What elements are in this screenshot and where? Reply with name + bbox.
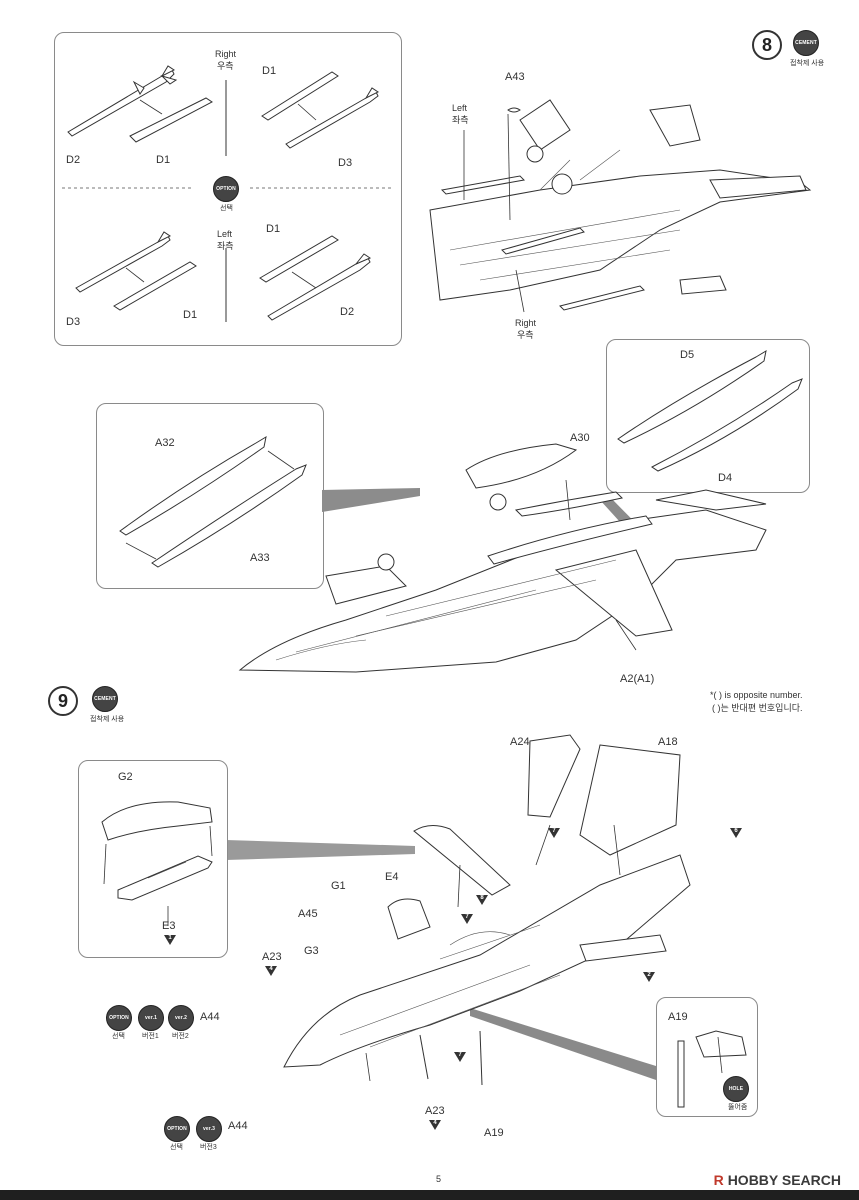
step-reference-marker: 7 [548,828,560,838]
hole-badge: HOLE [723,1076,749,1102]
left-label-en: Left [217,229,233,239]
part-label-d4: D4 [718,472,733,484]
aircraft-cockpit-drawing [283,734,691,1086]
part-label-d2: D2 [66,154,81,166]
cement-badge: CEMENT [92,686,118,712]
opposite-number-note-ko: ( )는 반대편 번호입니다. [712,703,803,713]
part-label-d2: D2 [340,306,355,318]
cement-caption: 접착제 사용 [90,716,125,723]
right-label-ko: 우측 [217,61,234,71]
part-label-a19: A19 [668,1011,688,1023]
step-reference-marker: 6 [730,828,742,838]
part-label-d1: D1 [262,65,277,77]
part-label-a44: A44 [200,1011,220,1023]
part-label-a32: A32 [155,437,175,449]
canopy-drawing [101,801,213,926]
option-badge: OPTION [106,1005,132,1031]
step-number-8: 8 [752,30,782,60]
part-label-a23: A23 [425,1105,445,1117]
part-label-a33: A33 [250,552,270,564]
aircraft-tanks-drawing [238,443,767,673]
right-label-en: Right [515,318,537,328]
part-label-a44: A44 [228,1120,248,1132]
part-label-a24: A24 [510,736,530,748]
tank-inset-a32-a33 [96,403,324,589]
tank-a32-a33-drawing [119,435,307,568]
option-badge: OPTION [213,176,239,202]
step-reference-marker: 7 [461,914,473,924]
part-label-a18: A18 [658,736,678,748]
step-reference-marker: 8 [476,895,488,905]
part-label-g2: G2 [118,771,133,783]
step-reference-marker: 1 [164,935,176,945]
part-label-a23: A23 [262,951,282,963]
part-label-d3: D3 [66,316,81,328]
tank-d5-d4-drawing [617,349,803,472]
part-label-d1: D1 [266,223,281,235]
hole-caption: 뚫어줌 [728,1104,748,1111]
part-label-a45: A45 [298,908,318,920]
version-badge: ver.2 [168,1005,194,1031]
version-caption: 버전1 [142,1033,159,1040]
step-number-9: 9 [48,686,78,716]
part-label-g1: G1 [331,880,346,892]
step-reference-marker: 4 [265,966,277,976]
watermark: R HOBBY SEARCH [714,1172,841,1188]
left-label-ko: 좌측 [217,241,234,251]
watermark-text: HOBBY SEARCH [727,1172,841,1188]
tank-inset-d5-d4 [606,339,810,493]
part-label-a19: A19 [484,1127,504,1139]
hole-inset-drawing [677,1030,747,1108]
missile-option-drawing [62,65,392,322]
step-reference-marker: 7 [454,1052,466,1062]
bottom-bar [0,1190,859,1200]
option-caption: 선택 [220,205,233,212]
version-badge: ver.1 [138,1005,164,1031]
version-caption: 버전2 [172,1033,189,1040]
opposite-number-note-en: *( ) is opposite number. [710,690,803,700]
part-label-a43: A43 [505,71,525,83]
part-label-g3: G3 [304,945,319,957]
part-label-d5: D5 [680,349,695,361]
cement-caption: 접착제 사용 [790,60,825,67]
version-caption: 버전3 [200,1144,217,1151]
step-reference-marker: 4 [429,1120,441,1130]
option-caption: 선택 [170,1144,183,1151]
part-label-d1: D1 [156,154,171,166]
part-label-e3: E3 [162,920,176,932]
cement-badge: CEMENT [793,30,819,56]
part-label-d3: D3 [338,157,353,169]
page-number: 5 [436,1174,442,1184]
part-label-e4: E4 [385,871,399,883]
left-label-ko: 좌측 [452,115,469,125]
aircraft-underside-drawing [429,99,812,313]
right-label-ko: 우측 [517,330,534,340]
version-badge: ver.3 [196,1116,222,1142]
part-label-a30: A30 [570,432,590,444]
left-label-en: Left [452,103,468,113]
option-caption: 선택 [112,1033,125,1040]
step-reference-marker: 2 [643,972,655,982]
part-label-a2a1: A2(A1) [620,673,655,685]
right-label-en: Right [215,49,237,59]
watermark-logo: R [713,1172,724,1188]
option-badge: OPTION [164,1116,190,1142]
part-label-d1: D1 [183,309,198,321]
